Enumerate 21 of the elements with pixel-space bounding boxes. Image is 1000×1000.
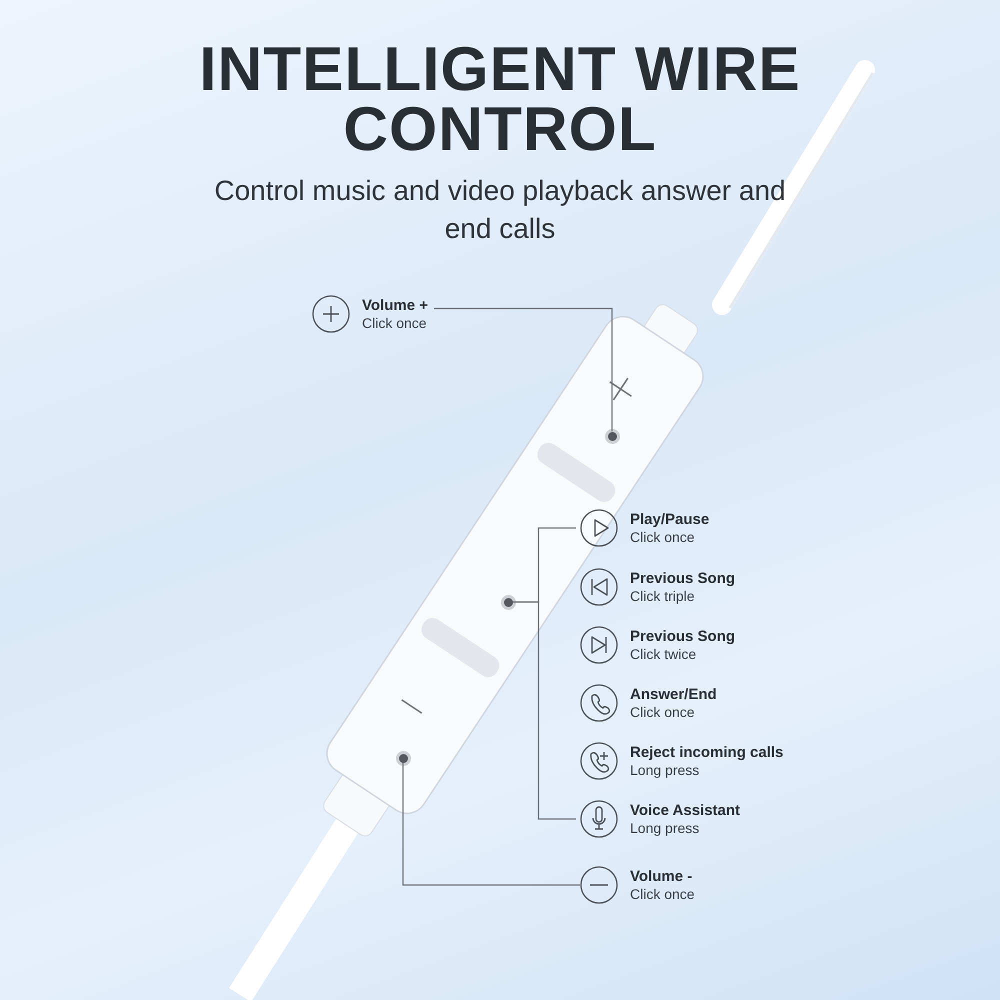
callout-text: Click once (630, 528, 696, 546)
callout-title: Play/Pause (630, 510, 710, 528)
leader-line (402, 762, 580, 886)
callout-text: Click once (362, 314, 428, 332)
callout-title: Volume - (630, 868, 694, 886)
callout-title: Previous Song (630, 628, 736, 646)
callout-text: Click once (630, 886, 695, 902)
callout-title: Voice Assistant (630, 802, 740, 820)
callout-title: Reject incoming calls (630, 744, 784, 762)
subtitle: Control music and video playback answer and end calls (213, 174, 787, 246)
callout-title: Previous Song (630, 570, 736, 588)
callout-text: Click once (630, 704, 696, 720)
leader-line (434, 308, 613, 432)
callout-title: Answer/End (630, 686, 717, 704)
leader-line (512, 601, 576, 820)
title: INTELLIGENT WIRE CONTROL (198, 40, 802, 160)
callout-text: Click twice (630, 646, 698, 662)
callout-text: Long press (630, 762, 700, 778)
callout-title: Volume + (362, 296, 428, 314)
callout-text: Long press (630, 820, 700, 836)
callout-text: Click triple (630, 588, 696, 604)
